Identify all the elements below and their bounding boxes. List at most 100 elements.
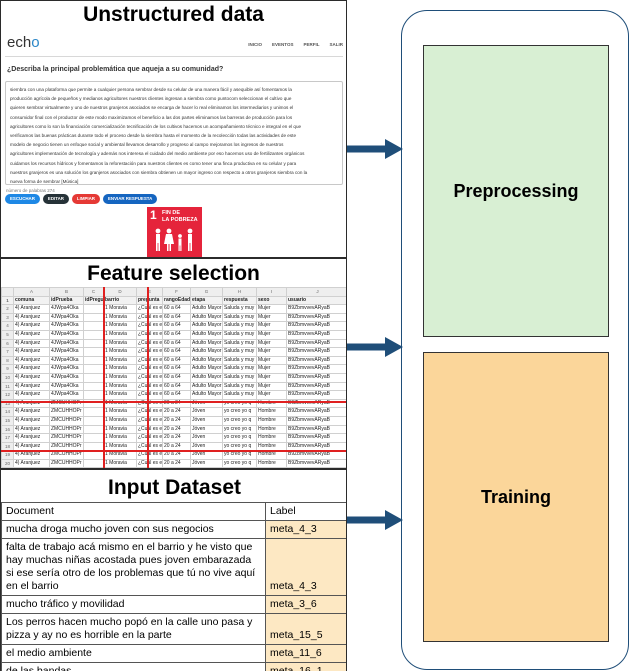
- sheet-cell[interactable]: [83, 329, 104, 340]
- sheet-cell[interactable]: Saluda y muy: [222, 381, 257, 392]
- sheet-cell[interactable]: yo creo yo q: [222, 458, 257, 468]
- escuchar-button[interactable]: ESCUCHAR: [5, 194, 40, 204]
- sheet-cell[interactable]: 60 a 64: [162, 355, 191, 366]
- sheet-cell[interactable]: 4JWpa4Oka: [49, 355, 84, 366]
- column-letter[interactable]: B: [49, 287, 84, 297]
- sheet-cell[interactable]: Jóven: [190, 415, 223, 426]
- sheet-cell[interactable]: Saluda y muy: [222, 338, 257, 349]
- sheet-cell[interactable]: B9ZbmvvevARyaB: [286, 458, 346, 468]
- sheet-cell[interactable]: B9ZbmvvevARyaB: [286, 372, 346, 383]
- sheet-cell[interactable]: 4) Aranjuez: [13, 372, 50, 383]
- sheet-header-cell[interactable]: idPrueba: [49, 295, 84, 306]
- sheet-cell[interactable]: 1 Moravia: [103, 407, 137, 417]
- nav-link-eventos[interactable]: EVENTOS: [272, 42, 294, 47]
- sheet-cell[interactable]: B9ZbmvvevARyaB: [286, 364, 346, 374]
- sheet-cell[interactable]: Mujer: [256, 312, 287, 323]
- sheet-cell[interactable]: ¿Cuál es el p: [136, 364, 163, 374]
- sheet-cell[interactable]: 4JWpa4Oka: [49, 390, 84, 400]
- sheet-cell[interactable]: 1 Moravia: [103, 312, 137, 323]
- sheet-cell[interactable]: ZMCUHHOPr: [49, 415, 84, 426]
- sheet-cell[interactable]: 4JWpa4Oka: [49, 364, 84, 374]
- sheet-cell[interactable]: Hombre: [256, 450, 287, 460]
- sheet-header-cell[interactable]: comuna: [13, 295, 50, 306]
- sheet-cell[interactable]: B9ZbmvvevARyaB: [286, 467, 346, 468]
- column-letter[interactable]: G: [190, 287, 223, 297]
- sheet-cell[interactable]: 1 Moravia: [103, 390, 137, 400]
- sheet-cell[interactable]: B9ZbmvvevARyaB: [286, 312, 346, 323]
- sheet-cell[interactable]: 1 Moravia: [103, 433, 137, 443]
- sheet-cell[interactable]: Saluda y muy: [222, 355, 257, 366]
- sheet-cell[interactable]: 4) Aranjuez: [13, 433, 50, 443]
- column-letter[interactable]: H: [222, 287, 257, 297]
- sheet-cell[interactable]: 1 Moravia: [103, 355, 137, 366]
- sheet-cell[interactable]: 20 a 24: [162, 458, 191, 468]
- sheet-cell[interactable]: 20 a 24: [162, 433, 191, 443]
- sheet-cell[interactable]: 60 a 64: [162, 364, 191, 374]
- sheet-cell[interactable]: Mujer: [256, 329, 287, 340]
- sheet-cell[interactable]: ¿Cuál es el p: [136, 338, 163, 349]
- sheet-cell[interactable]: ZMCUHHOPr: [49, 407, 84, 417]
- nav-link-inicio[interactable]: INICIO: [248, 42, 263, 47]
- sheet-cell[interactable]: ZMCUHHOPr: [49, 450, 84, 460]
- sheet-cell[interactable]: Saluda y muy: [222, 312, 257, 323]
- sheet-cell[interactable]: 1 Moravia: [103, 321, 137, 331]
- sheet-cell[interactable]: 60 a 64: [162, 321, 191, 331]
- sheet-cell[interactable]: Hombre: [256, 415, 287, 426]
- sheet-cell[interactable]: Adulto Mayor: [190, 381, 223, 392]
- sheet-cell[interactable]: Adulto Mayor: [190, 390, 223, 400]
- sheet-cell[interactable]: ¿Cuál es el p: [136, 390, 163, 400]
- sheet-cell[interactable]: B9ZbmvvevARyaB: [286, 321, 346, 331]
- sheet-cell[interactable]: B9ZbmvvevARyaB: [286, 415, 346, 426]
- sheet-cell[interactable]: 1 Moravia: [103, 458, 137, 468]
- sheet-cell[interactable]: 60 a 64: [162, 347, 191, 357]
- sheet-cell[interactable]: 4) Aranjuez: [13, 347, 50, 357]
- sheet-cell[interactable]: 20 a 24: [162, 450, 191, 460]
- sheet-cell[interactable]: Saluda y muy: [222, 347, 257, 357]
- sheet-cell[interactable]: 4) Aranjuez: [13, 364, 50, 374]
- column-letter[interactable]: J: [286, 287, 346, 297]
- sheet-cell[interactable]: ¿Cuál es el p: [136, 372, 163, 383]
- sheet-cell[interactable]: [83, 304, 104, 314]
- sheet-cell[interactable]: B9ZbmvvevARyaB: [286, 338, 346, 349]
- sheet-cell[interactable]: ¿Cuál es el p: [136, 424, 163, 435]
- sheet-header-cell[interactable]: etapa: [190, 295, 223, 306]
- sheet-cell[interactable]: Mujer: [256, 304, 287, 314]
- sheet-cell[interactable]: Adulto Mayor: [190, 364, 223, 374]
- sheet-cell[interactable]: 1 Moravia: [103, 424, 137, 435]
- answer-textarea[interactable]: siembra con una plataforma que permite a…: [5, 81, 343, 185]
- sheet-cell[interactable]: 60 a 64: [162, 372, 191, 383]
- sheet-cell[interactable]: [83, 364, 104, 374]
- sheet-header-cell[interactable]: pregunta: [136, 295, 163, 306]
- sheet-cell[interactable]: B9ZbmvvevARyaB: [286, 424, 346, 435]
- sheet-cell[interactable]: 4) Aranjuez: [13, 407, 50, 417]
- sheet-cell[interactable]: Adulto Mayor: [190, 372, 223, 383]
- sheet-cell[interactable]: ¿Cuál es el p: [136, 450, 163, 460]
- sheet-cell[interactable]: ZMCUHHOPr: [49, 433, 84, 443]
- sheet-cell[interactable]: B9ZbmvvevARyaB: [286, 329, 346, 340]
- sheet-cell[interactable]: B9ZbmvvevARyaB: [286, 347, 346, 357]
- sheet-cell[interactable]: B9ZbmvvevARyaB: [286, 450, 346, 460]
- sheet-cell[interactable]: B9ZbmvvevARyaB: [286, 381, 346, 392]
- sheet-cell[interactable]: yo creo yo q: [222, 450, 257, 460]
- sheet-cell[interactable]: 4JWpa4Oka: [49, 347, 84, 357]
- sheet-cell[interactable]: Saluda y muy: [222, 390, 257, 400]
- sheet-cell[interactable]: ¿Cuál es el p: [136, 415, 163, 426]
- sheet-cell[interactable]: Mujer: [256, 355, 287, 366]
- sheet-cell[interactable]: Adulto Mayor: [190, 312, 223, 323]
- sheet-cell[interactable]: 4) Aranjuez: [13, 304, 50, 314]
- sheet-cell[interactable]: [83, 424, 104, 435]
- sheet-cell[interactable]: 60 a 64: [162, 312, 191, 323]
- sheet-cell[interactable]: Hombre: [256, 458, 287, 468]
- sheet-cell[interactable]: 1 Moravia: [103, 347, 137, 357]
- editar-button[interactable]: EDITAR: [42, 194, 69, 204]
- nav-link-perfil[interactable]: PERFIL: [303, 42, 320, 47]
- sheet-header-cell[interactable]: sexo: [256, 295, 287, 306]
- sheet-cell[interactable]: 1 Moravia: [103, 372, 137, 383]
- sheet-cell[interactable]: Hombre: [256, 407, 287, 417]
- sheet-cell[interactable]: 4JWpa4Oka: [49, 312, 84, 323]
- sheet-cell[interactable]: 4) Aranjuez: [13, 390, 50, 400]
- sheet-cell[interactable]: 1 Moravia: [103, 364, 137, 374]
- sheet-cell[interactable]: B9ZbmvvevARyaB: [286, 433, 346, 443]
- sheet-cell[interactable]: 1 Moravia: [103, 304, 137, 314]
- sheet-cell[interactable]: Adulto Mayor: [190, 329, 223, 340]
